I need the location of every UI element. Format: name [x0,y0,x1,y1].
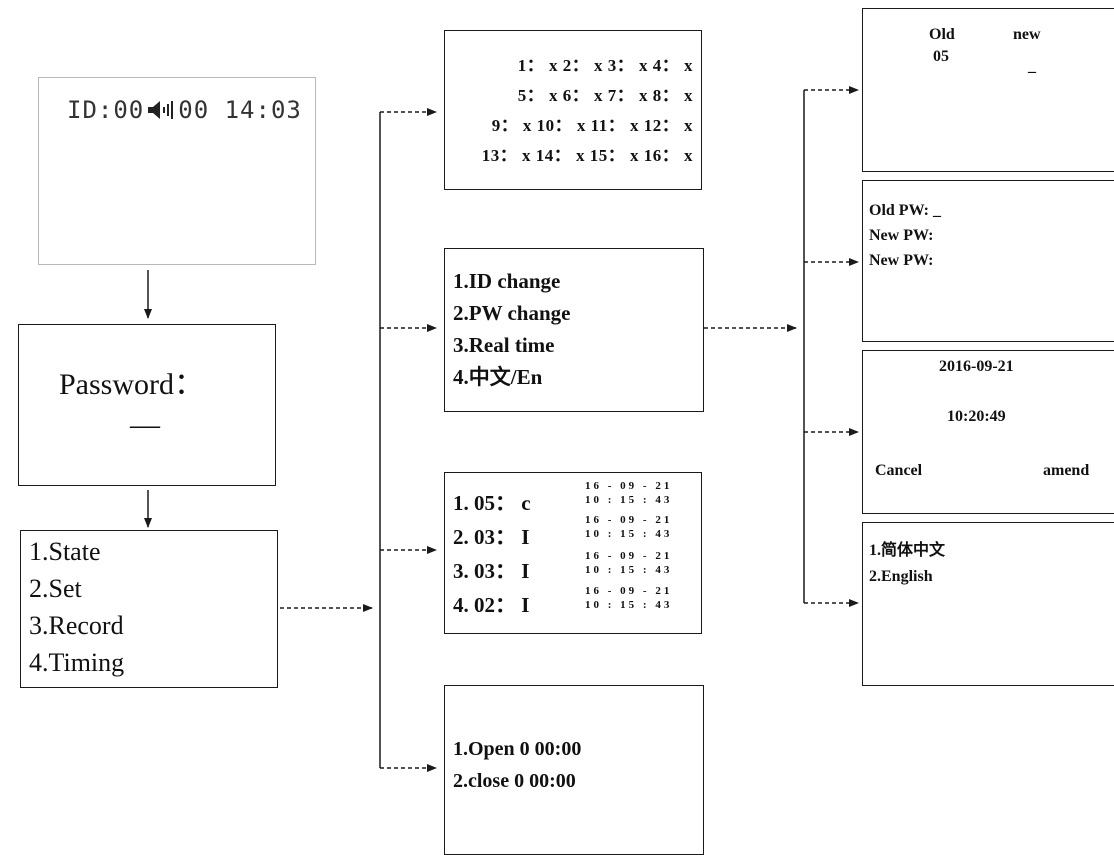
pw-change-screen: Old PW: _ New PW: New PW: [862,180,1114,342]
set-menu-screen: 1.ID change 2.PW change 3.Real time 4.中文… [444,248,704,412]
real-time-screen: 2016-09-21 10:20:49 Cancel amend [862,350,1114,514]
password-input-cursor[interactable]: — [130,408,160,441]
language-screen: 1.简体中文 2.English [862,522,1114,686]
date-value[interactable]: 2016-09-21 [939,358,1014,375]
record-entry-label: 3. 03： I [453,559,530,583]
record-entry-label: 2. 03： I [453,525,530,549]
timing-close[interactable]: 2.close 0 00:00 [453,770,576,792]
old-id-value: 05 [933,48,949,65]
language-item-chinese[interactable]: 1.简体中文 [869,542,946,559]
new-id-label: new [1013,26,1041,43]
record-entry-label: 1. 05： c [453,491,531,515]
clock: 14:03 [224,96,302,124]
password-screen: Password： — [18,324,276,486]
main-menu-screen: 1.State 2.Set 3.Record 4.Timing [20,530,278,688]
record-entry-date: 16 - 09 - 21 [585,585,673,597]
home-screen: ID:00 00 14:03 [38,77,316,265]
amend-button[interactable]: amend [1043,462,1090,479]
record-entry-date: 16 - 09 - 21 [585,514,673,526]
time-value[interactable]: 10:20:49 [947,408,1006,425]
record-entry-label: 4. 02： I [453,593,530,617]
record-entry-time: 10 : 15 : 43 [585,528,673,540]
password-label: Password： [59,368,205,401]
new-id-input[interactable]: _ [1028,58,1036,75]
record-entry-date: 16 - 09 - 21 [585,550,673,562]
state-screen: 1： x 2： x 3： x 4： x 5： x 6： x 7： x 8： x … [444,30,702,190]
record-entry-time: 10 : 15 : 43 [585,599,673,611]
record-entry-time: 10 : 15 : 43 [585,564,673,576]
language-item-english[interactable]: 2.English [869,568,933,585]
state-row: 5： x 6： x 7： x 8： x [517,86,693,105]
device-id: ID:00 [67,96,145,124]
state-row: 1： x 2： x 3： x 4： x [517,56,693,75]
set-item-pw-change[interactable]: 2.PW change [453,301,571,325]
set-item-id-change[interactable]: 1.ID change [453,269,561,293]
record-screen: 1. 05： c 16 - 09 - 21 10 : 15 : 43 2. 03… [444,472,702,634]
home-status-line: ID:00 00 14:03 [67,98,302,122]
status-value: 00 [178,96,210,124]
record-entry-time: 10 : 15 : 43 [585,494,673,506]
state-row: 13： x 14： x 15： x 16： x [481,146,693,165]
menu-item-state[interactable]: 1.State [29,537,101,566]
cancel-button[interactable]: Cancel [875,462,923,479]
old-id-label: Old [929,26,955,43]
set-item-language[interactable]: 4.中文/En [453,365,543,389]
menu-item-record[interactable]: 3.Record [29,611,124,640]
confirm-pw-field[interactable]: New PW: [869,252,934,269]
new-pw-field[interactable]: New PW: [869,227,934,244]
old-pw-field[interactable]: Old PW: _ [869,202,942,219]
record-entry-date: 16 - 09 - 21 [585,480,673,492]
timing-open[interactable]: 1.Open 0 00:00 [453,738,582,760]
state-row: 9： x 10： x 11： x 12： x [491,116,693,135]
menu-item-timing[interactable]: 4.Timing [29,648,125,677]
timing-screen: 1.Open 0 00:00 2.close 0 00:00 [444,685,704,855]
menu-item-set[interactable]: 2.Set [29,574,82,603]
id-change-screen: Old new 05 _ [862,8,1114,172]
set-item-real-time[interactable]: 3.Real time [453,333,555,357]
speaker-volume-icon [146,99,176,121]
